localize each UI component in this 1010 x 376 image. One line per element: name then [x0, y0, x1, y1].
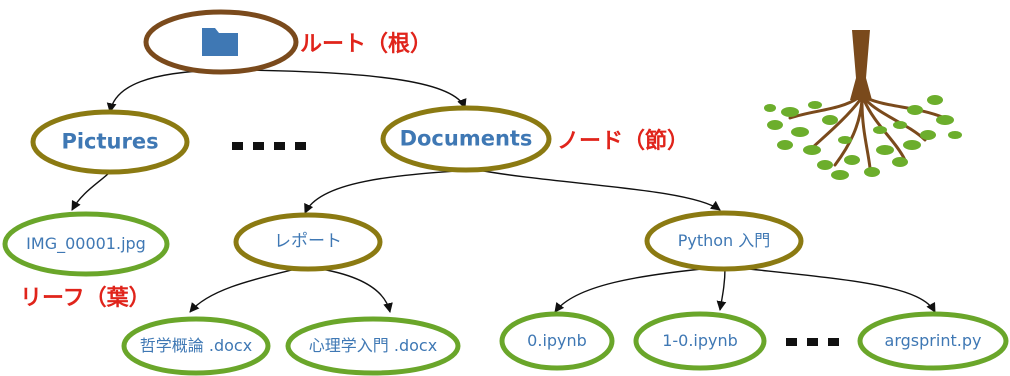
leaf-argsprint-label: argsprint.py	[884, 331, 982, 350]
leaf-annotation: リーフ（葉）	[20, 286, 151, 311]
edge-python-args	[739, 267, 936, 313]
edge-documents-python	[477, 169, 721, 211]
edge-root-documents	[239, 69, 467, 109]
ellipsis-dots-bottom	[786, 338, 841, 346]
node-documents-label: Documents	[399, 126, 533, 151]
leaf-img	[2, 211, 170, 277]
leaf-argsprint	[857, 311, 1009, 371]
node-report	[233, 212, 383, 272]
leaf-philosophy	[121, 316, 271, 376]
tree-illustration	[764, 30, 962, 180]
node-documents	[380, 105, 552, 173]
edge-pictures-img	[71, 171, 111, 211]
root-annotation: ルート（根）	[300, 32, 433, 57]
edge-python-1	[716, 267, 727, 311]
node-annotation: ノード（節）	[557, 129, 690, 154]
leaf-philosophy-label: 哲学概論 .docx	[139, 336, 253, 355]
leaf-ipynb1	[633, 311, 767, 371]
edge-root-pictures	[106, 69, 221, 113]
ellipsis-dots-top	[232, 142, 307, 150]
edge-report-psychology	[314, 267, 393, 313]
leaf-img-label: IMG_00001.jpg	[26, 234, 146, 253]
edge-documents-report	[304, 169, 471, 214]
folder-icon	[202, 28, 238, 56]
leaf-ipynb0-label: 0.ipynb	[527, 331, 587, 350]
node-python	[644, 210, 804, 272]
node-report-label: レポート	[274, 231, 342, 252]
edge-report-philosophy	[189, 267, 301, 313]
leaf-psychology-label: 心理学入門 .docx	[308, 336, 438, 355]
node-python-label: Python 入門	[677, 231, 771, 250]
node-pictures	[30, 109, 190, 175]
leaf-ipynb1-label: 1-0.ipynb	[662, 331, 738, 350]
node-pictures-label: Pictures	[61, 129, 159, 154]
leaf-ipynb0	[499, 311, 615, 371]
leaf-psychology	[285, 316, 461, 376]
edge-python-0	[554, 267, 713, 313]
